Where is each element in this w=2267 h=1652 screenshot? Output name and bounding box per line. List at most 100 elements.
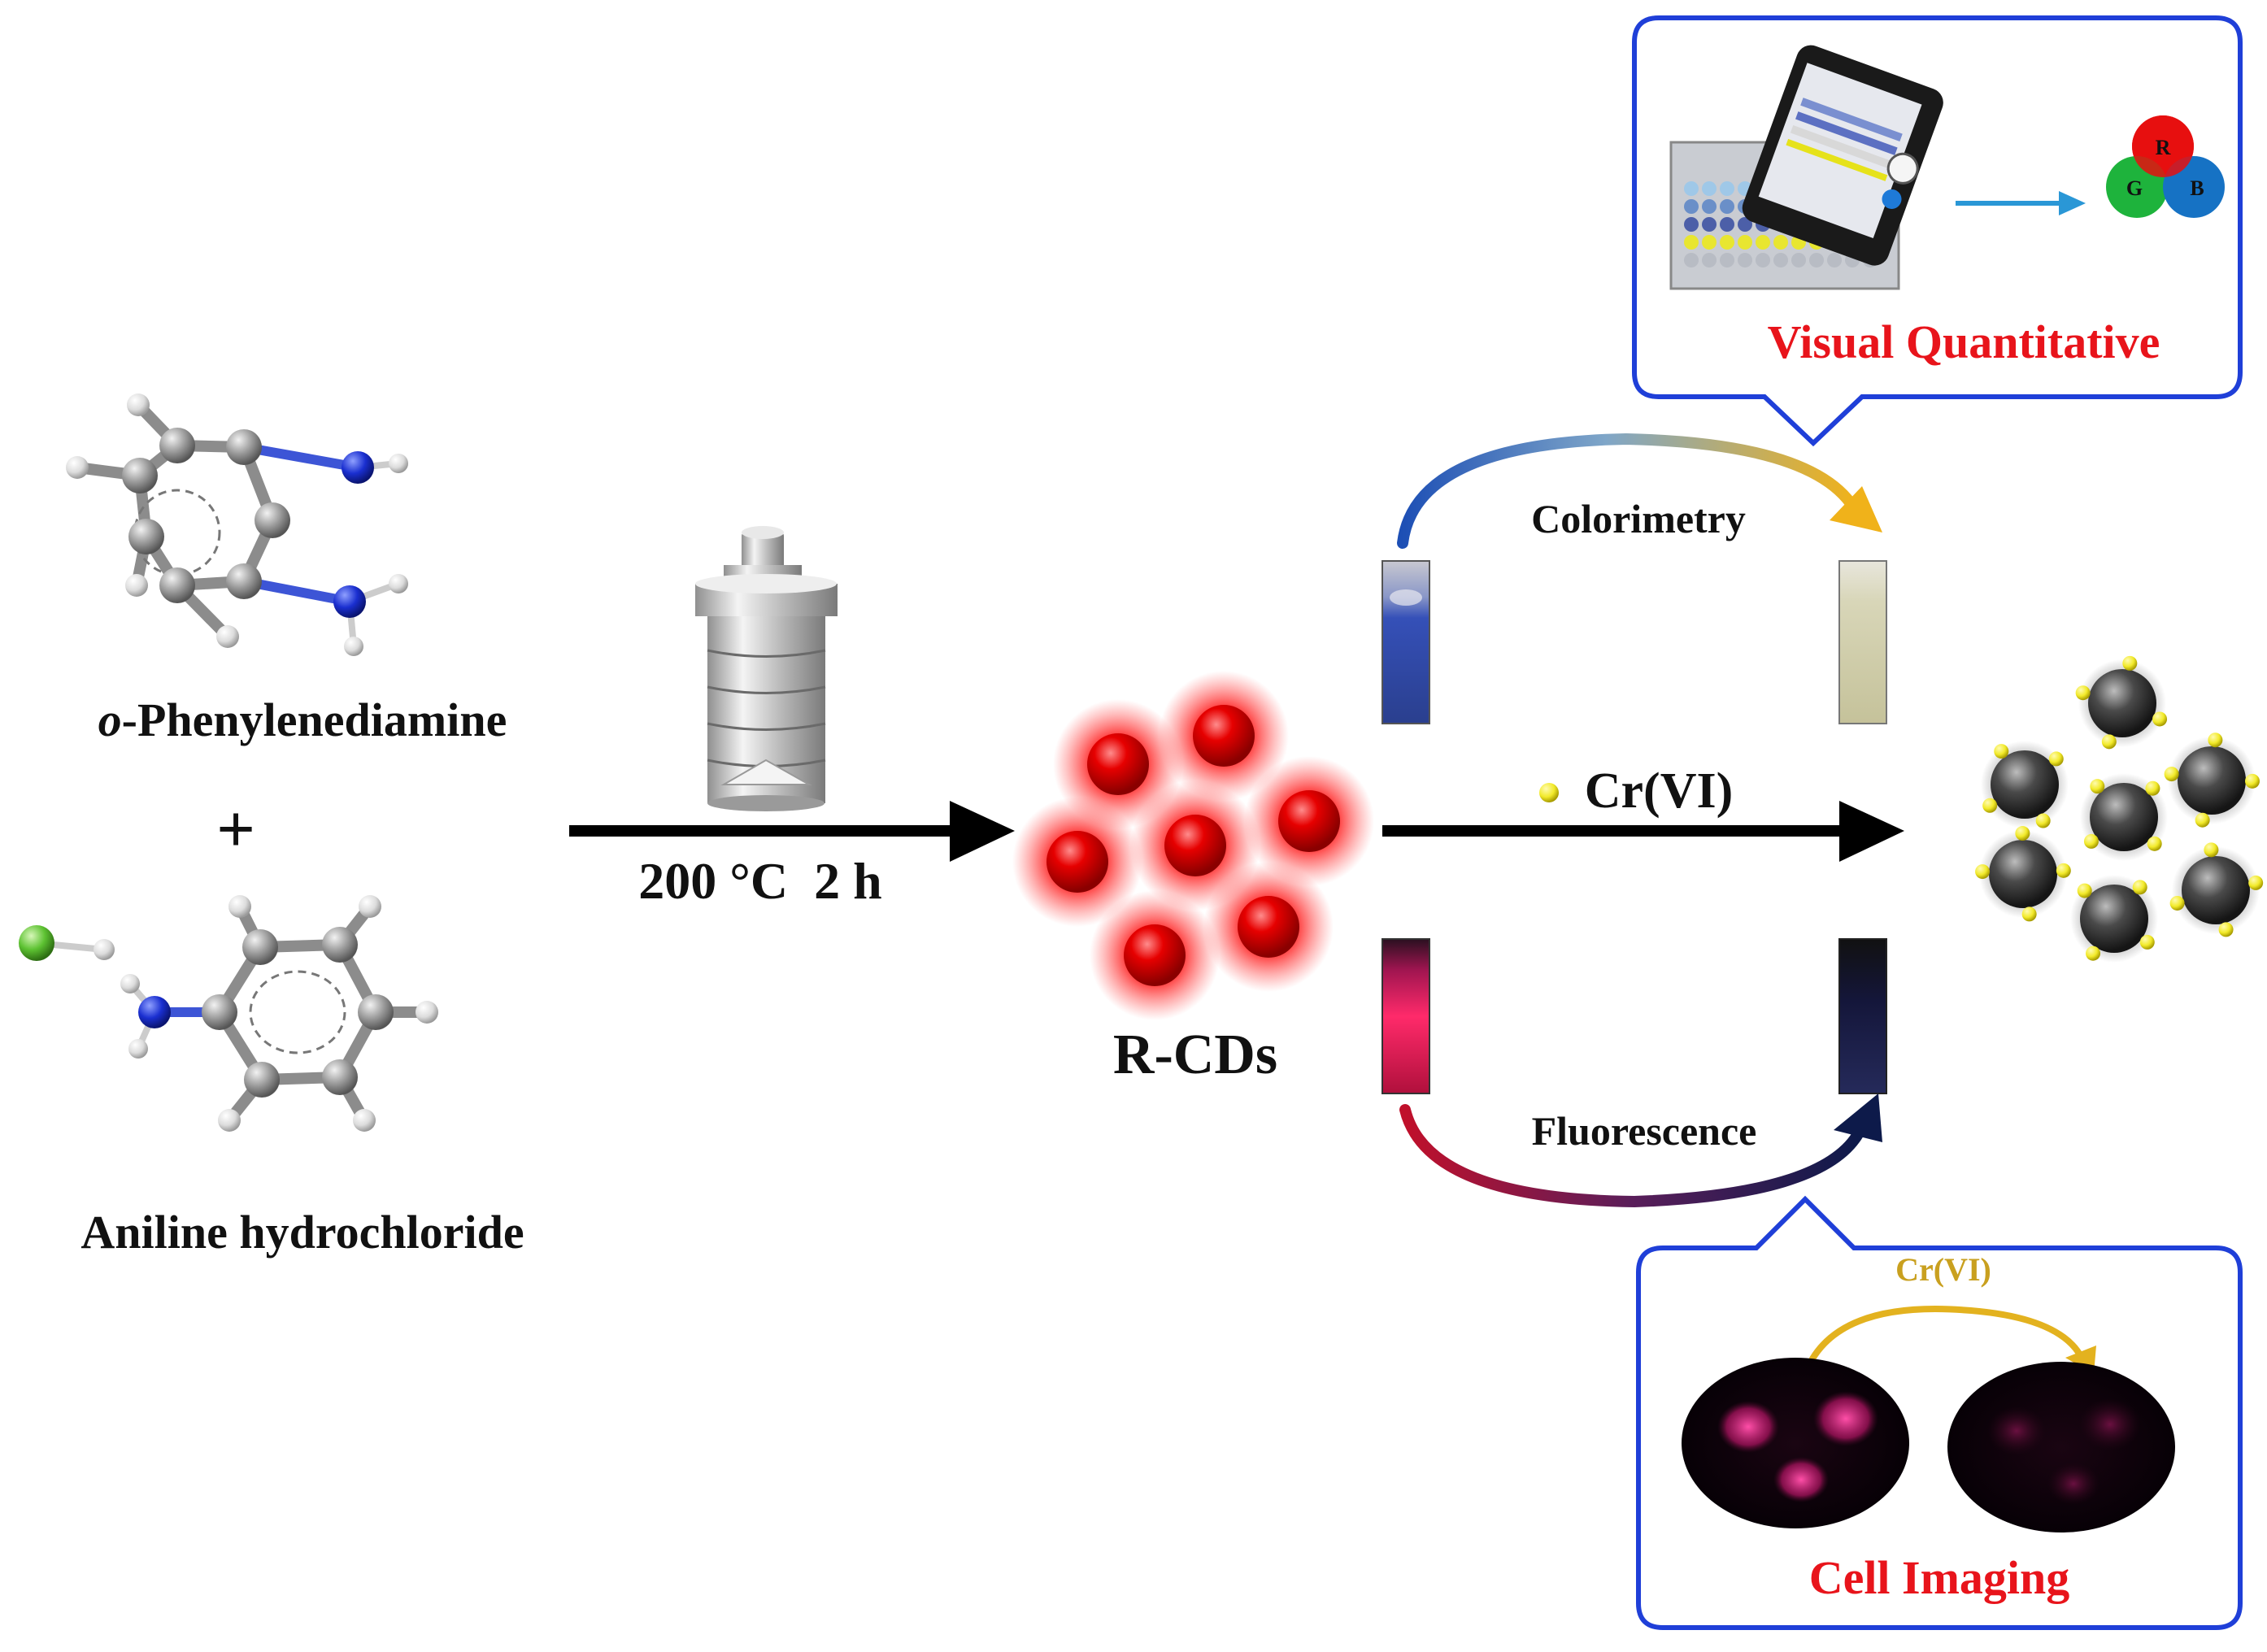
cell-imaging-title: Cell Imaging (1809, 1551, 2070, 1604)
cr-dot (2077, 883, 2092, 898)
analyte-label: Cr(VI) (1585, 763, 1734, 819)
vial-dark (1838, 938, 1887, 1094)
well (1684, 181, 1699, 196)
reactant-1-name: o-Phenylenediamine (98, 693, 507, 746)
reactant-1-rest: -Phenylenediamine (122, 693, 507, 746)
cr-dot (2169, 895, 2185, 911)
well (1684, 253, 1699, 267)
aniline-hydrochloride-molecule (19, 895, 438, 1132)
well (1756, 253, 1770, 267)
product-name: R-CDs (1113, 1024, 1277, 1086)
well (1773, 235, 1788, 250)
cr-dot-icon (1539, 783, 1559, 802)
well (1738, 217, 1752, 232)
rgb-g-label: G (2126, 176, 2143, 200)
well (1773, 253, 1788, 267)
well (1702, 217, 1717, 232)
vial-yellow (1838, 560, 1887, 724)
visual-quantitative-panel: R G B Visual Quantitative (1632, 15, 2243, 447)
autoclave-icon (695, 526, 838, 811)
well (1702, 235, 1717, 250)
bright-cells-image (1682, 1358, 1909, 1528)
quenched-r-cds-cluster (1975, 655, 2264, 963)
cell-panel-analyte: Cr(VI) (1895, 1251, 1991, 1288)
well (1720, 199, 1734, 214)
cr-dot (2195, 812, 2210, 828)
cr-dot (2147, 836, 2162, 851)
plus-sign: + (216, 792, 255, 867)
well (1684, 217, 1699, 232)
smartphone-icon (1742, 45, 1943, 266)
fluorescence-label: Fluorescence (1532, 1108, 1757, 1154)
well (1684, 199, 1699, 214)
cr-dot (2204, 842, 2219, 858)
cr-dot (2122, 655, 2138, 671)
well (1756, 235, 1770, 250)
cr-dot (1982, 798, 1998, 813)
nitrogen-atom (333, 585, 366, 618)
synthesis-condition: 200 °C 2 h (638, 852, 881, 910)
quenched-cd (1991, 750, 2059, 819)
well (1827, 253, 1842, 267)
well (1684, 235, 1699, 250)
well (1809, 253, 1824, 267)
fluorescence-arc (1399, 1104, 1864, 1208)
cr-dot (2090, 779, 2105, 794)
cr-dot (2164, 767, 2179, 782)
cr-dot (2083, 833, 2099, 849)
well (1702, 199, 1717, 214)
cr-dot (2152, 711, 2168, 727)
well (1738, 235, 1752, 250)
cr-dot (2015, 826, 2030, 841)
dim-cells-image (1947, 1362, 2175, 1532)
cr-dot (2132, 880, 2147, 895)
quenched-cd (2090, 783, 2158, 851)
nitrogen-atom (342, 451, 374, 484)
well (1720, 217, 1734, 232)
well (1702, 253, 1717, 267)
cr-dot (2139, 934, 2155, 950)
well (1720, 235, 1734, 250)
colorimetry-label: Colorimetry (1531, 496, 1746, 541)
cr-dot (2244, 773, 2260, 789)
well (1738, 253, 1752, 267)
rgb-r-label: R (2156, 136, 2171, 159)
cr-dot (2035, 813, 2051, 828)
cr-dot (2208, 733, 2223, 748)
cell-imaging-panel: Cr(VI) Cell Imaging (1636, 1195, 2243, 1630)
well (1720, 181, 1734, 196)
well (1702, 181, 1717, 196)
cr-dot (2145, 780, 2160, 796)
quenched-cd (1989, 840, 2057, 908)
cr-dot (2218, 922, 2234, 937)
cr-dot (2056, 863, 2071, 878)
cr-dot (2021, 906, 2037, 922)
cr-dot (2248, 875, 2264, 890)
chlorine-atom (19, 925, 54, 961)
synthesis-arrow (569, 801, 1015, 862)
reactant-2-name: Aniline hydrochloride (80, 1206, 524, 1259)
nitrogen-atom (138, 996, 171, 1028)
cr-dot (2075, 685, 2091, 701)
cr-dot (2101, 734, 2117, 750)
well (1720, 253, 1734, 267)
cr-dot (1975, 864, 1991, 880)
rgb-circles-icon (2106, 115, 2225, 218)
detection-arrow (1382, 801, 1904, 862)
colorimetry-arc (1397, 433, 1860, 549)
reactant-1-prefix: o (98, 693, 122, 746)
visual-quantitative-title: Visual Quantitative (1768, 315, 2160, 368)
quenched-cd (2080, 885, 2148, 953)
quenched-cd (2088, 669, 2156, 737)
rgb-b-label: B (2190, 176, 2204, 200)
fluorescence-arrowhead (1834, 1093, 1882, 1142)
o-phenylenediamine-molecule (66, 393, 408, 656)
quenched-cd (2182, 856, 2250, 924)
cr-dot (2048, 751, 2064, 767)
vial-blue (1382, 560, 1430, 724)
r-cds-cluster (1012, 671, 1374, 1020)
cr-dot (1994, 744, 2009, 759)
cr-dot (2086, 946, 2101, 961)
colorimetry-arrowhead (1830, 486, 1882, 533)
